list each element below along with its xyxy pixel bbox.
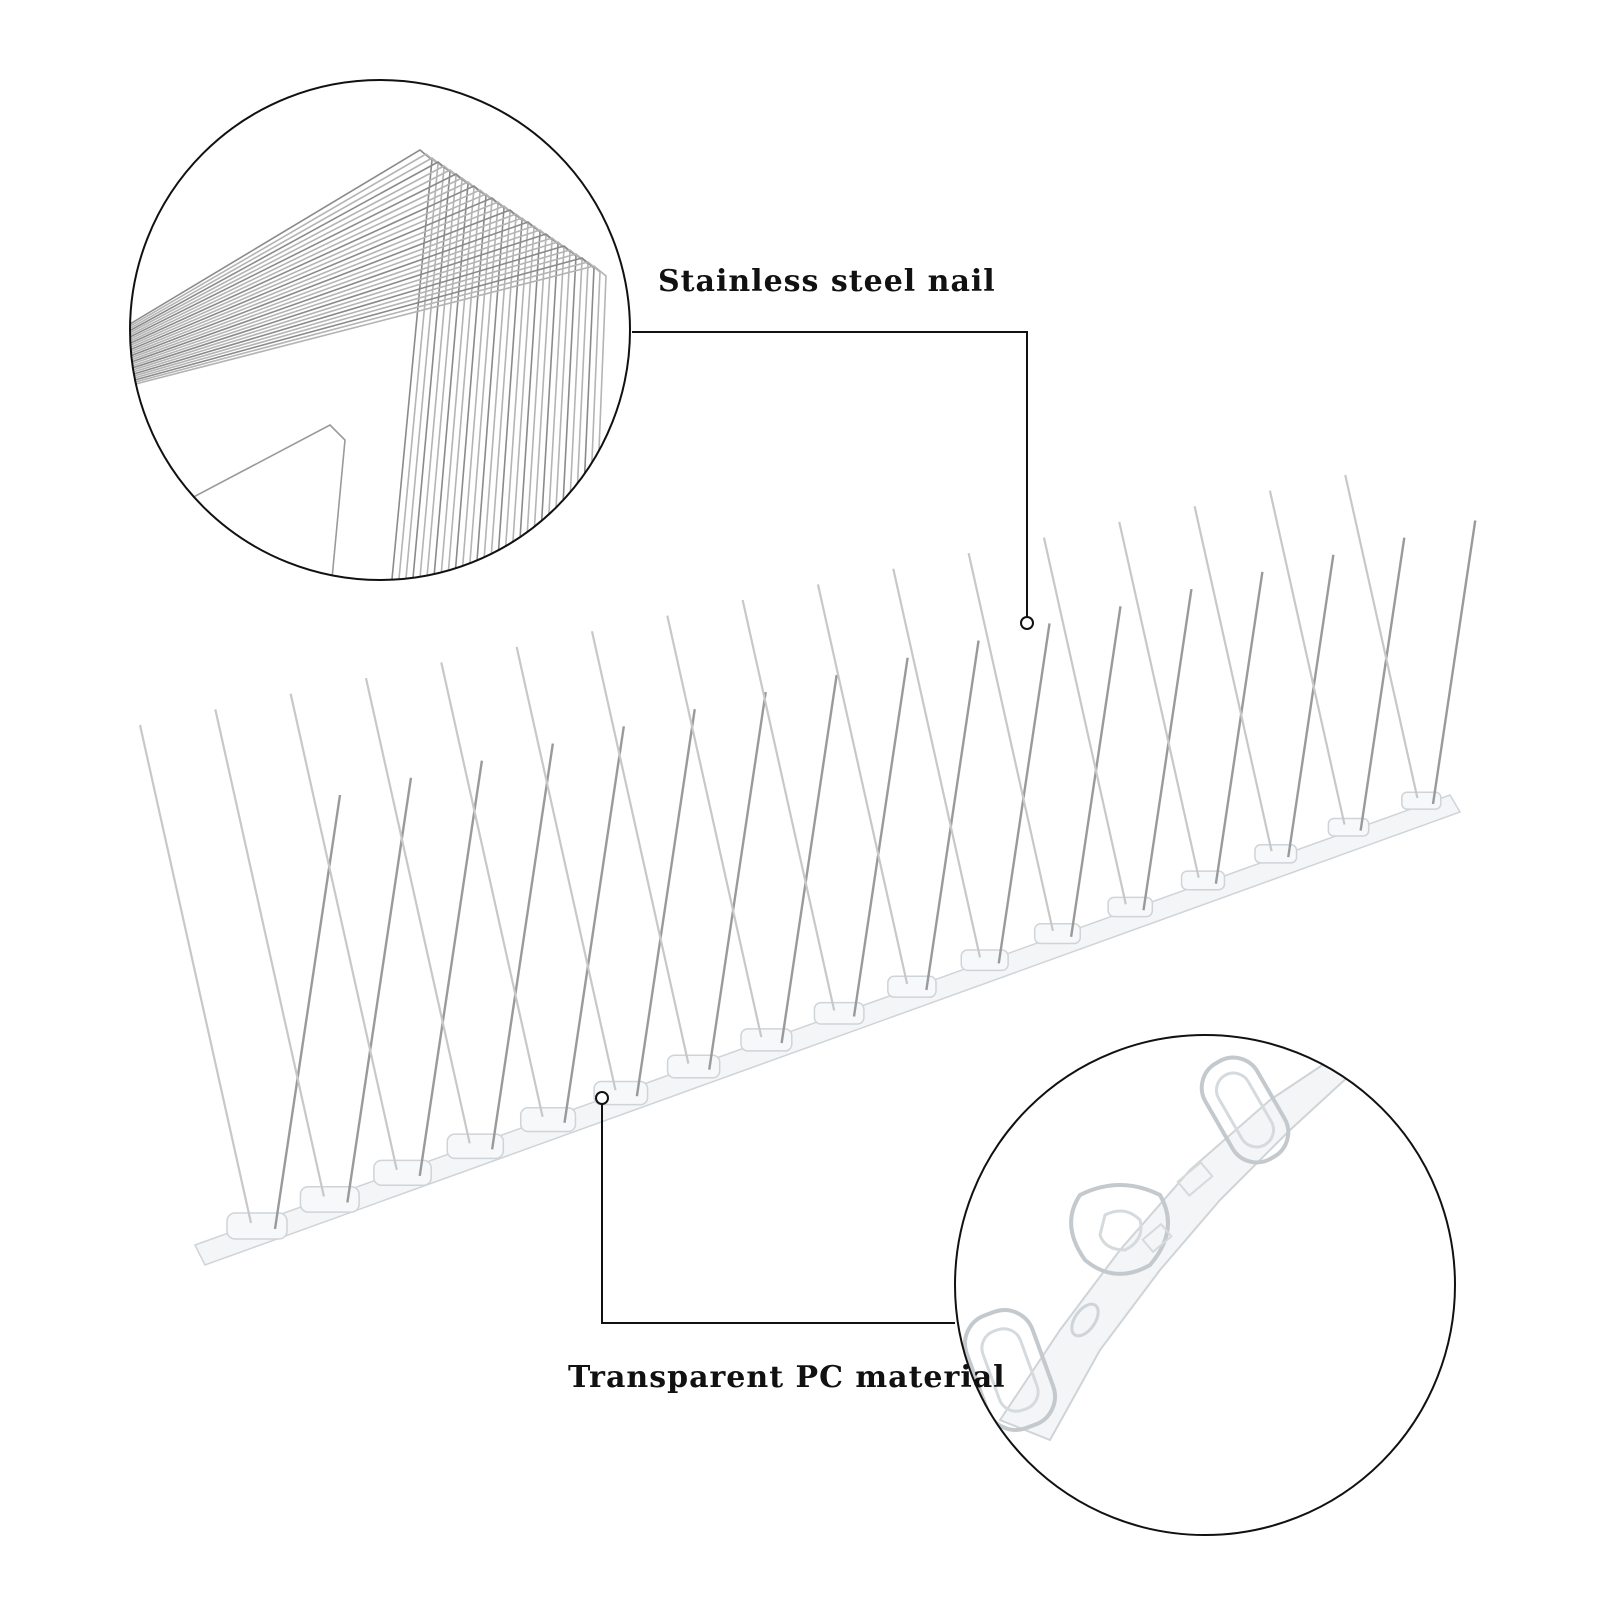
spike-wire xyxy=(590,631,690,1064)
strip-base xyxy=(193,791,1462,1266)
spike-wire xyxy=(364,677,471,1144)
spike-wire xyxy=(1287,554,1335,858)
pc-material-closeup xyxy=(954,1034,1456,1536)
pc-closeup-ring xyxy=(954,1034,1456,1536)
steel-closeup-ring xyxy=(129,79,631,581)
spike-base-clip xyxy=(960,949,1009,972)
spike-wire xyxy=(440,662,544,1117)
spike-wire xyxy=(515,646,617,1091)
spike-wire xyxy=(563,726,625,1123)
spike-base-clip xyxy=(446,1133,505,1160)
spike-wire xyxy=(967,552,1054,932)
transparent-pc-material-label: Transparent PC material xyxy=(568,1360,1006,1395)
spike-wire xyxy=(1359,537,1406,831)
steel-callout-line xyxy=(632,331,1028,623)
spike-wire xyxy=(289,693,398,1171)
spike-wire xyxy=(892,568,982,958)
spike-wire xyxy=(1344,474,1419,799)
spike-wire xyxy=(273,794,342,1230)
spike-wire xyxy=(1142,588,1193,911)
spike-base-clip xyxy=(226,1212,288,1240)
spike-base-clip xyxy=(1401,791,1442,810)
spike-base-clip xyxy=(519,1107,577,1133)
spike-wire xyxy=(1431,520,1477,805)
spike-wire xyxy=(741,599,836,1011)
pc-base-closeup-detail xyxy=(955,1035,1455,1535)
spike-wire xyxy=(1042,537,1127,905)
spike-base-clip xyxy=(1033,922,1081,945)
steel-callout-dot xyxy=(1020,616,1034,630)
spike-wire xyxy=(816,584,909,985)
spike-wire xyxy=(708,691,767,1070)
spike-base-clip xyxy=(1107,896,1154,918)
spike-wire xyxy=(635,709,696,1097)
spike-wire xyxy=(925,640,980,991)
spike-base-clip xyxy=(813,1001,865,1025)
spike-wire xyxy=(852,657,909,1017)
spike-wire xyxy=(490,743,555,1150)
spike-wire xyxy=(138,724,253,1224)
spike-wires xyxy=(138,474,1477,1230)
spike-wire xyxy=(997,623,1051,964)
spike-wire xyxy=(1118,521,1200,878)
spike-base-clip xyxy=(373,1159,432,1187)
spike-wire xyxy=(1268,490,1346,825)
pc-callout-line xyxy=(601,1098,955,1324)
spike-base-clip xyxy=(740,1028,793,1052)
pc-callout-dot xyxy=(595,1091,609,1105)
spike-base-clip xyxy=(887,975,937,998)
stainless-steel-nail-label: Stainless steel nail xyxy=(658,264,996,299)
spike-wire xyxy=(346,777,413,1203)
spike-base-clip xyxy=(1180,870,1226,891)
spike-wire xyxy=(1214,571,1264,884)
spike-wire xyxy=(1193,506,1273,852)
spike-wire xyxy=(780,674,838,1044)
spike-base-clip xyxy=(1254,844,1298,864)
spike-base-clip xyxy=(1327,817,1370,837)
steel-nail-closeup-wires xyxy=(130,80,630,580)
spike-base-clip xyxy=(299,1185,360,1213)
spike-wire xyxy=(418,760,484,1177)
steel-nail-closeup xyxy=(129,79,631,581)
spike-wire xyxy=(666,615,763,1038)
spike-wire xyxy=(214,709,325,1197)
spike-base-clip xyxy=(666,1054,721,1079)
